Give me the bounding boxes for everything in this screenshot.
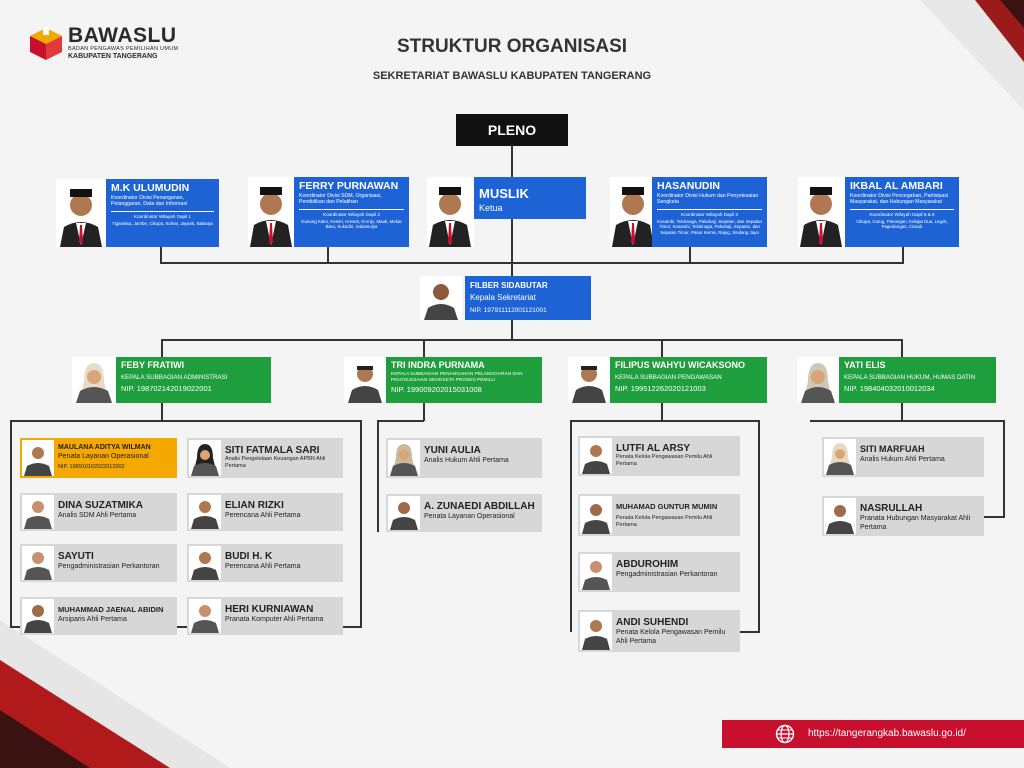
connector-line — [901, 403, 903, 421]
staff-photo — [189, 599, 221, 633]
connector-line — [689, 247, 691, 263]
website-link[interactable]: https://tangerangkab.bawaslu.go.id/ — [808, 728, 966, 739]
connector-line — [661, 339, 663, 357]
top-right-decoration — [920, 0, 1024, 110]
staff-photo — [580, 438, 612, 474]
page-subtitle: SEKRETARIAT BAWASLU KABUPATEN TANGERANG — [372, 70, 652, 82]
bawaslu-logo-icon — [30, 27, 62, 60]
connector-line — [10, 420, 362, 422]
staff-photo — [22, 495, 54, 529]
connector-line — [661, 403, 663, 421]
staff-photo — [388, 496, 420, 530]
staff-photo — [189, 440, 221, 476]
head-photo — [72, 357, 116, 403]
connector-line — [377, 420, 424, 422]
connector-line — [984, 516, 1005, 518]
globe-icon — [775, 724, 795, 744]
staff-photo — [580, 554, 612, 590]
staff-photo — [580, 612, 612, 650]
staff-photo — [22, 440, 54, 476]
head-card-pengawasan: FILIPUS WAHYU WICAKSONO KEPALA SUBBAGIAN… — [610, 357, 767, 403]
connector-line — [161, 339, 903, 341]
commissioner-photo — [798, 177, 845, 247]
connector-line — [1003, 420, 1005, 517]
connector-line — [758, 420, 760, 632]
staff-photo — [189, 495, 221, 529]
connector-line — [570, 420, 760, 422]
staff-photo — [22, 546, 54, 580]
head-card-hpp: TRI INDRA PURNAMA KEPALA SUBBAGIAN PENAN… — [386, 357, 542, 403]
commissioner-photo — [610, 177, 656, 247]
connector-line — [901, 339, 903, 357]
staff-photo — [824, 498, 856, 534]
connector-line — [902, 247, 904, 263]
footer-banner — [722, 720, 1024, 748]
connector-line — [10, 420, 12, 627]
commissioner-photo — [427, 177, 474, 247]
connector-line — [327, 247, 329, 263]
head-photo — [568, 357, 610, 403]
connector-line — [511, 320, 513, 340]
connector-line — [570, 420, 572, 632]
logo-region: KABUPATEN TANGERANG — [68, 53, 158, 60]
staff-photo — [22, 599, 54, 633]
connector-line — [423, 339, 425, 357]
connector-line — [161, 403, 163, 421]
head-card-administrasi: FEBY FRATIWI KEPALA SUBBAGIAN ADMINISTRA… — [116, 357, 271, 403]
staff-photo — [189, 546, 221, 580]
connector-line — [423, 403, 425, 421]
head-photo — [344, 357, 386, 403]
commissioner-card-ferry: FERRY PURNAWAN Koordinator Divisi SDM, O… — [294, 177, 409, 247]
commissioner-card-ikbal: IKBAL AL AMBARI Koordinator Divisi Pence… — [845, 177, 959, 247]
pleno-box: PLENO — [456, 114, 568, 146]
staff-photo — [824, 439, 856, 475]
secretary-card: FILBER SIDABUTAR Kepala Sekretariat NIP.… — [465, 276, 591, 320]
connector-line — [161, 339, 163, 357]
connector-line — [10, 626, 362, 628]
logo-subtitle: BADAN PENGAWAS PEMILIHAN UMUM — [68, 46, 179, 52]
page-title: STRUKTUR ORGANISASI — [396, 36, 628, 57]
head-card-hukum: YATI ELIS KEPALA SUBBAGIAN HUKUM, HUMAS … — [839, 357, 996, 403]
secretary-photo — [420, 276, 462, 320]
commissioner-card-muslik: MUSLIK Ketua — [474, 177, 586, 219]
connector-line — [160, 262, 904, 264]
staff-photo — [388, 440, 420, 476]
head-photo — [797, 357, 839, 403]
commissioner-card-ulumudin: M.K ULUMUDIN Koordinator Divisi Penangan… — [106, 179, 219, 247]
connector-line — [377, 420, 379, 532]
staff-photo — [580, 496, 612, 534]
connector-line — [160, 247, 162, 263]
connector-line — [360, 420, 362, 627]
connector-line — [810, 420, 1005, 422]
commissioner-photo — [248, 177, 294, 247]
bottom-left-decoration — [0, 620, 230, 768]
logo-name: BAWASLU — [68, 24, 177, 47]
commissioner-photo — [56, 179, 106, 247]
connector-line — [740, 631, 760, 633]
commissioner-card-hasanudin: HASANUDIN Koordinator Divisi Hukum dan P… — [652, 177, 767, 247]
